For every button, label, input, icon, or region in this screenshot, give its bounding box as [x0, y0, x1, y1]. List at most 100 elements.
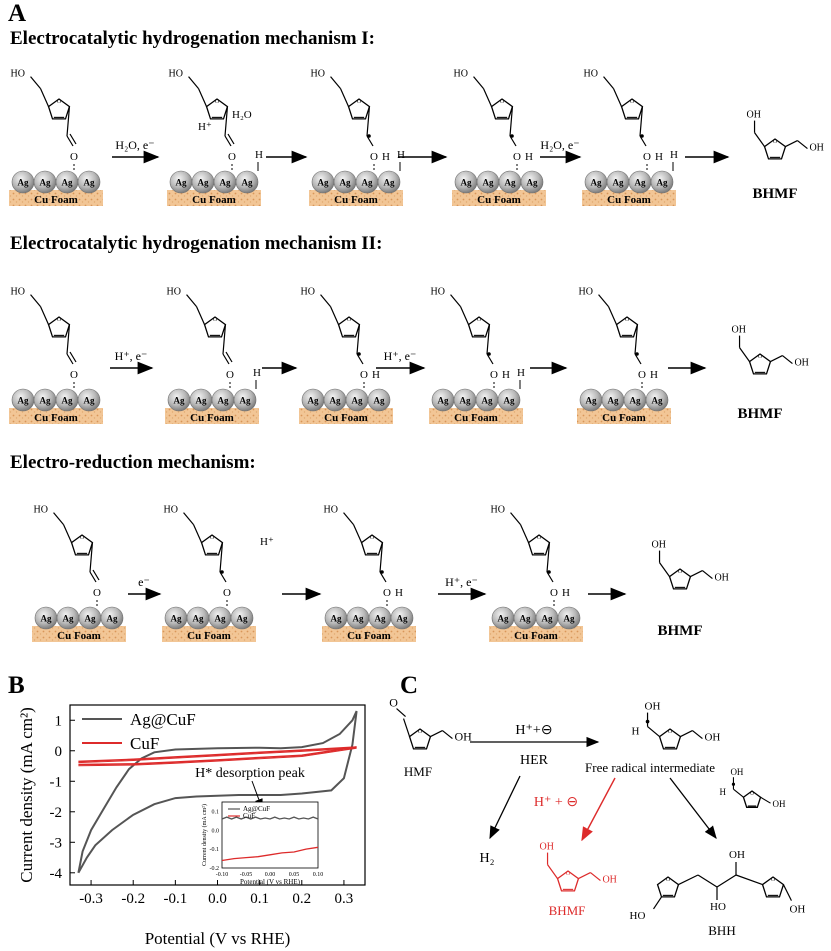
hydroxyl-h: H — [650, 369, 658, 381]
ring-oxygen: O — [500, 99, 505, 105]
co-bond — [486, 353, 494, 365]
x-tick-label: 0.2 — [292, 891, 311, 907]
ag-label: Ag — [608, 396, 619, 406]
inset-y-tick-label: -0.1 — [210, 847, 220, 853]
ch2-bond — [608, 306, 618, 325]
hydroxyl-label: HO — [454, 69, 468, 80]
ag-label: Ag — [40, 178, 51, 188]
hydroxyl-label: OH — [729, 849, 745, 861]
ag-label: Ag — [483, 178, 494, 188]
ag-label: Ag — [652, 396, 663, 406]
ch2-bond — [330, 76, 342, 89]
hydroxyl-label: HO — [311, 69, 325, 80]
cu-foam-label: Cu Foam — [192, 194, 236, 206]
ag-atom — [100, 606, 124, 630]
inset-y-label: Current density (mA cm²) — [201, 804, 208, 866]
ring-oxygen: O — [357, 99, 362, 105]
hydroxyl-h: H — [562, 587, 570, 599]
ring-oxygen: O — [750, 792, 754, 797]
mechanism-2-title: Electrocatalytic hydrogenation mechanism… — [10, 233, 383, 254]
furan-ring — [763, 138, 787, 160]
hydroxyl-label: HO — [11, 287, 25, 298]
co-bond — [546, 571, 554, 583]
ag-label: Ag — [18, 178, 29, 188]
carbonyl-oxygen: O — [226, 369, 234, 381]
legend-label: Ag@CuF — [130, 710, 196, 729]
hydroxyl-label: HO — [584, 69, 598, 80]
cu-foam-label: Cu Foam — [334, 194, 378, 206]
furan-ring — [761, 876, 785, 898]
surface-h: H — [670, 149, 678, 161]
hydroxyl-label: OH — [704, 732, 720, 744]
ag-label: Ag — [362, 178, 373, 188]
carbonyl-bond — [486, 324, 491, 355]
ch2-bond — [473, 76, 485, 89]
arrow-reagent: H₂O, e⁻ — [115, 138, 154, 152]
linker-bond — [735, 874, 763, 886]
inset-y-tick-label: 0.1 — [212, 809, 220, 815]
cu-foam-label: Cu Foam — [454, 412, 498, 424]
ch2-bond — [520, 524, 530, 543]
cu-foam-label: Cu Foam — [34, 194, 78, 206]
ring-oxygen: O — [57, 99, 62, 105]
carbonyl-bond — [366, 106, 371, 137]
ch2-bond — [30, 76, 42, 89]
co-bond — [92, 569, 100, 581]
ag-atom — [650, 170, 674, 194]
cu-foam-label: Cu Foam — [190, 412, 234, 424]
inset-x-tick-label: -0.05 — [240, 872, 253, 878]
furan-ring — [408, 728, 432, 750]
arrow-reagent: H⁺, e⁻ — [384, 349, 417, 363]
arrow-reagent: H⁺, e⁻ — [115, 349, 148, 363]
furan-ring — [668, 568, 692, 590]
ag-label: Ag — [84, 396, 95, 406]
inset-series-ag-cuf — [221, 816, 319, 820]
ag-label: Ag — [438, 396, 449, 406]
hydroxyl-label: HO — [301, 287, 315, 298]
cu-foam-support — [577, 408, 671, 424]
ag-label: Ag — [657, 178, 668, 188]
series-cuf — [78, 746, 357, 766]
ag-atom — [377, 170, 401, 194]
hydroxyl-label: HO — [324, 505, 338, 516]
ch2-bond — [183, 512, 195, 525]
hydroxyl-label: HO — [167, 287, 181, 298]
formyl-bond — [402, 718, 411, 737]
ag-label: Ag — [242, 178, 253, 188]
ag-label: Ag — [40, 396, 51, 406]
ring-oxygen: O — [347, 317, 352, 323]
hydroxyl-label: HO — [34, 505, 48, 516]
inset-series-cuf — [221, 846, 319, 862]
co-bond — [379, 571, 387, 583]
ch2-bond — [692, 730, 703, 740]
co-bond — [66, 135, 74, 147]
furan-ring — [200, 534, 224, 556]
co-bond — [224, 135, 232, 147]
hydroxyl-label: OH — [794, 358, 808, 369]
ch2-bond — [40, 88, 50, 107]
ag-label: Ag — [527, 178, 538, 188]
carbonyl-bond — [66, 324, 71, 355]
ag-label: Ag — [352, 396, 363, 406]
cu-foam-support — [167, 190, 261, 206]
ch2-bond — [353, 524, 363, 543]
y-tick-label: 1 — [55, 713, 63, 729]
ch2-bond — [340, 88, 350, 107]
hydroxyl-label: OH — [773, 799, 786, 809]
inset-x-tick-label: 0.05 — [289, 872, 300, 878]
carbonyl-bond — [66, 106, 71, 137]
co-bond — [219, 571, 227, 583]
carbonyl-oxygen: O — [70, 151, 78, 163]
carbonyl-bond — [89, 542, 94, 573]
hydroxyl-label: OH — [454, 730, 472, 744]
carbonyl-oxygen: O — [360, 369, 368, 381]
panel-label-a: A — [8, 0, 27, 27]
h2-label: H₂ — [480, 851, 495, 866]
ag-label: Ag — [193, 614, 204, 624]
annotation-label: H* desorption peak — [195, 766, 305, 781]
ag-label: Ag — [340, 178, 351, 188]
ag-label: Ag — [240, 396, 251, 406]
cu-foam-label: Cu Foam — [57, 630, 101, 642]
ag-atom — [367, 388, 391, 412]
furan-ring — [360, 534, 384, 556]
